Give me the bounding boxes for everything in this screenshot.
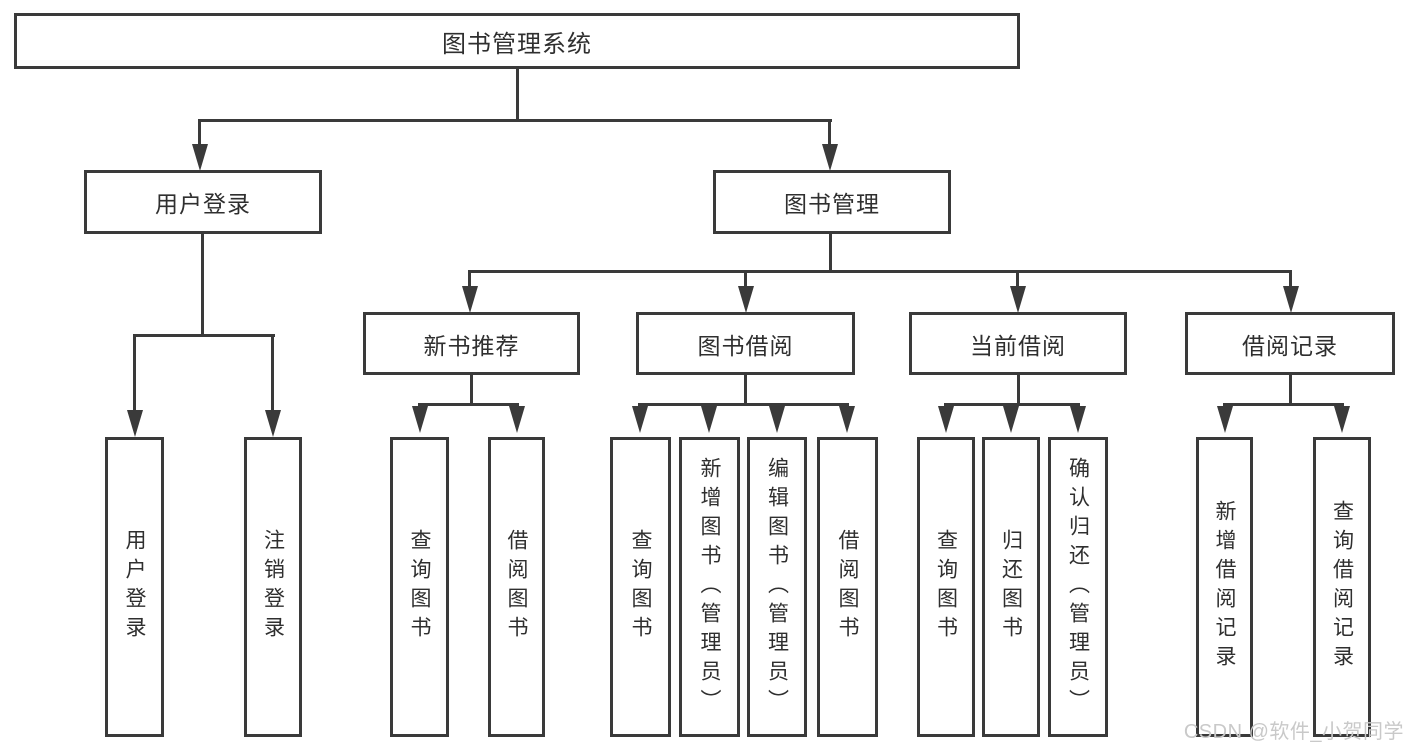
node-book-management: 图书管理 (713, 170, 951, 234)
connector-root-stem (516, 68, 519, 121)
connector-to-book-management (828, 119, 831, 149)
connector-book-borrowing-branch (638, 403, 849, 406)
leaf-logout: 注销登录 (244, 437, 302, 737)
leaf-query-books-borrowing: 查询图书 (610, 437, 671, 737)
arrowhead-leaf-user-login (127, 410, 143, 437)
leaf-label: 借阅图书 (505, 529, 528, 645)
leaf-label: 新增图书（管理员） (698, 456, 721, 718)
arrowhead-leaf-edit-books (769, 406, 785, 433)
connector-to-new-book (468, 270, 471, 290)
connector-to-user-login (198, 119, 201, 149)
leaf-query-books-current: 查询图书 (917, 437, 975, 737)
arrowhead-leaf-logout (265, 410, 281, 437)
leaf-label: 确认归还（管理员） (1066, 456, 1090, 718)
leaf-query-borrow-record: 查询借阅记录 (1313, 437, 1371, 737)
csdn-watermark: CSDN @软件_小贺同学 (1183, 721, 1404, 743)
leaf-label: 新增借阅记录 (1213, 500, 1236, 674)
node-book-borrowing: 图书借阅 (636, 312, 855, 375)
connector-book-management-stem (829, 234, 832, 273)
node-label: 当前借阅 (970, 332, 1066, 359)
leaf-add-books-admin: 新增图书（管理员） (679, 437, 740, 737)
arrowhead-leaf-query-record (1334, 406, 1350, 433)
leaf-edit-books-admin: 编辑图书（管理员） (747, 437, 807, 737)
node-label: 用户登录 (155, 191, 251, 217)
arrowhead-user-login (192, 144, 208, 171)
arrowhead-book-borrowing (738, 286, 754, 313)
arrowhead-leaf-query-recommend (412, 406, 428, 433)
connector-user-login-stem (201, 234, 204, 337)
arrowhead-leaf-add-books (701, 406, 717, 433)
leaf-confirm-return-admin: 确认归还（管理员） (1048, 437, 1108, 737)
leaf-return-books: 归还图书 (982, 437, 1040, 737)
connector-current-borrowing-branch (944, 403, 1080, 406)
arrowhead-leaf-query-borrowing (632, 406, 648, 433)
arrowhead-leaf-confirm-return (1070, 406, 1086, 433)
arrowhead-leaf-borrow-recommend (509, 406, 525, 433)
connector-borrow-records-branch (1223, 403, 1344, 406)
leaf-borrow-books: 借阅图书 (817, 437, 878, 737)
connector-book-management-branch (468, 270, 1292, 273)
connector-to-leaf-logout (271, 334, 274, 412)
leaf-label: 用户登录 (123, 529, 146, 645)
connector-root-branch (198, 119, 832, 122)
leaf-add-borrow-record: 新增借阅记录 (1196, 437, 1253, 737)
node-label: 图书管理 (784, 191, 880, 217)
connector-to-book-borrowing (744, 270, 747, 290)
arrowhead-leaf-add-record (1217, 406, 1233, 433)
arrowhead-new-book (462, 286, 478, 313)
arrowhead-current-borrowing (1010, 286, 1026, 313)
leaf-borrow-books-recommend: 借阅图书 (488, 437, 545, 737)
connector-current-borrowing-stem (1017, 375, 1020, 406)
connector-to-current-borrowing (1016, 270, 1019, 290)
leaf-label: 归还图书 (999, 529, 1023, 645)
connector-user-login-branch (133, 334, 275, 337)
connector-to-borrow-records (1289, 270, 1292, 290)
arrowhead-book-management (822, 144, 838, 171)
leaf-query-books-recommend: 查询图书 (390, 437, 449, 737)
arrowhead-leaf-return-books (1003, 406, 1019, 433)
connector-to-leaf-user-login (133, 334, 136, 412)
leaf-label: 查询图书 (629, 529, 652, 645)
arrowhead-leaf-borrow-books (839, 406, 855, 433)
node-new-book-recommend: 新书推荐 (363, 312, 580, 375)
connector-new-book-branch (418, 403, 519, 406)
leaf-label: 查询图书 (934, 529, 958, 645)
leaf-label: 注销登录 (261, 529, 285, 645)
connector-borrow-records-stem (1289, 375, 1292, 406)
leaf-label: 查询图书 (408, 529, 431, 645)
node-label: 借阅记录 (1242, 332, 1338, 359)
leaf-label: 查询借阅记录 (1330, 500, 1354, 674)
node-user-login: 用户登录 (84, 170, 322, 234)
node-current-borrowing: 当前借阅 (909, 312, 1127, 375)
leaf-label: 借阅图书 (836, 529, 859, 645)
node-label: 图书借阅 (697, 332, 794, 359)
leaf-user-login: 用户登录 (105, 437, 164, 737)
node-label: 新书推荐 (423, 332, 520, 359)
node-root-library-system: 图书管理系统 (14, 13, 1020, 69)
node-label: 图书管理系统 (442, 30, 592, 58)
connector-new-book-stem (470, 375, 473, 406)
node-borrow-records: 借阅记录 (1185, 312, 1395, 375)
leaf-label: 编辑图书（管理员） (765, 456, 789, 718)
arrowhead-leaf-query-current (938, 406, 954, 433)
connector-book-borrowing-stem (744, 375, 747, 406)
arrowhead-borrow-records (1283, 286, 1299, 313)
